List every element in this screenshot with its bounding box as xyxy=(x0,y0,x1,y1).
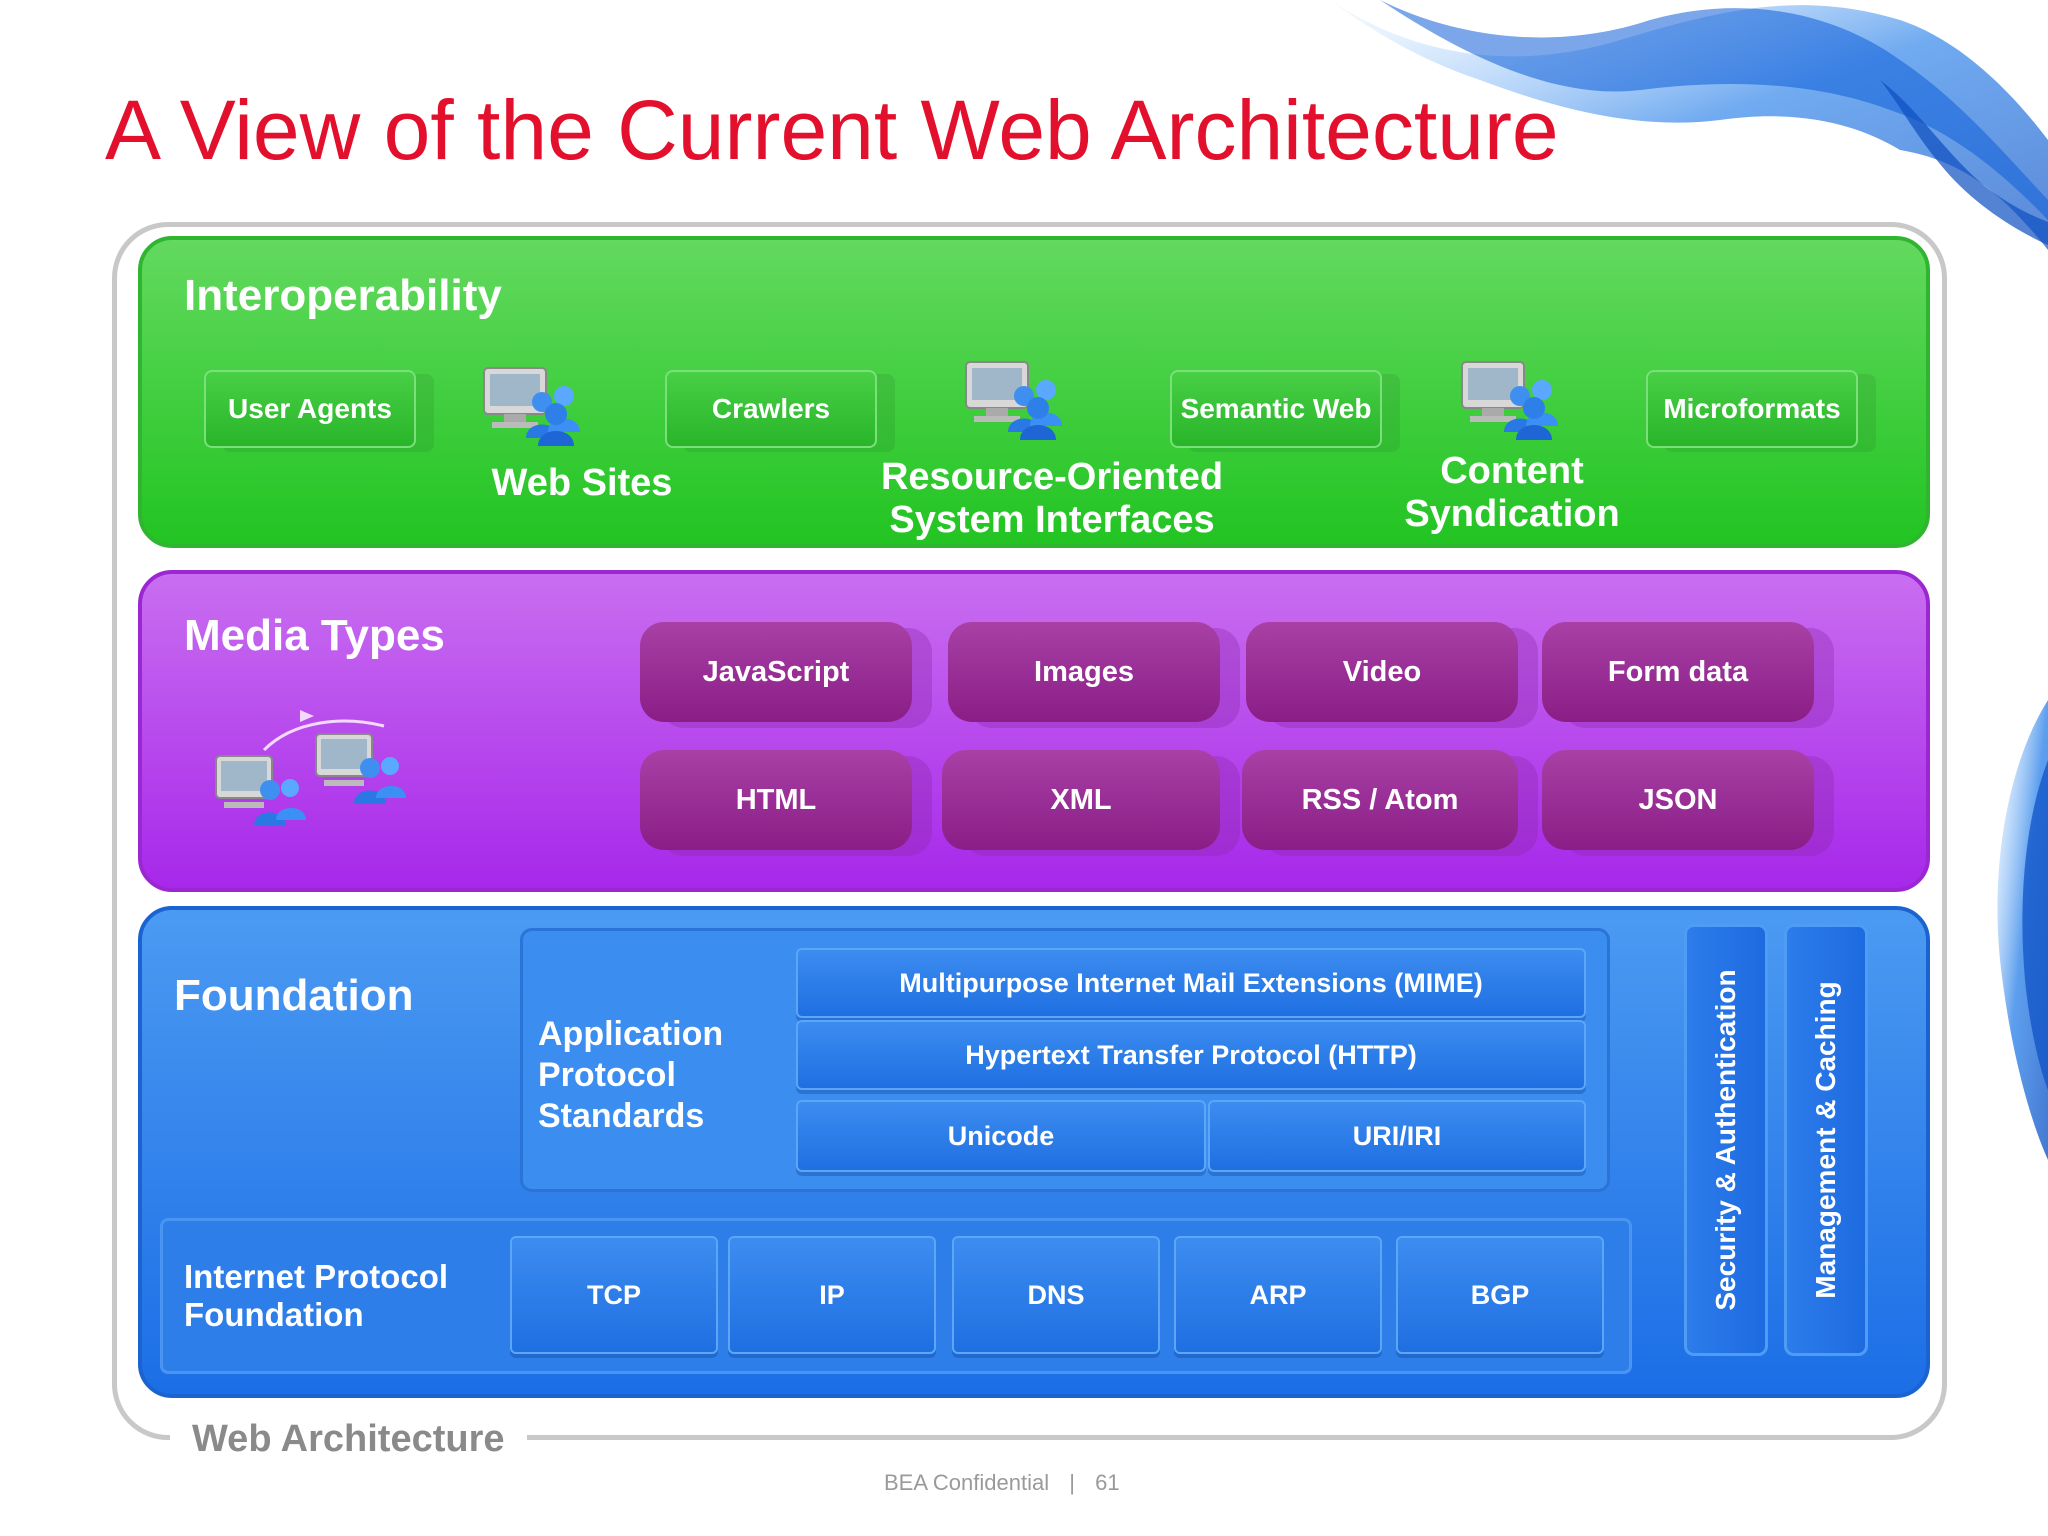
interoperability-panel: Interoperability User Agents Crawlers Se… xyxy=(138,236,1930,548)
web-architecture-label: Web Architecture xyxy=(170,1418,527,1461)
security-authentication-label: Security & Authentication xyxy=(1710,969,1741,1311)
media-types-title: Media Types xyxy=(184,611,445,660)
footer: BEA Confidential | 61 xyxy=(884,1470,1120,1496)
resource-oriented-line-1: Resource-Oriented xyxy=(880,456,1224,498)
javascript-box: JavaScript xyxy=(640,622,912,722)
http-box: Hypertext Transfer Protocol (HTTP) xyxy=(796,1020,1586,1090)
computer-users-icon xyxy=(215,710,406,826)
arp-box: ARP xyxy=(1174,1236,1382,1354)
content-syndication-label: Content Syndication xyxy=(1342,450,1682,537)
computer-users-icon xyxy=(965,361,1062,440)
computer-users-icon xyxy=(1461,361,1558,440)
html-box: HTML xyxy=(640,750,912,850)
mime-box: Multipurpose Internet Mail Extensions (M… xyxy=(796,948,1586,1018)
application-protocol-label: Application Protocol Standards xyxy=(538,1014,723,1136)
microformats-box: Microformats xyxy=(1646,370,1858,448)
semantic-web-box: Semantic Web xyxy=(1170,370,1382,448)
json-box: JSON xyxy=(1542,750,1814,850)
computer-users-icon xyxy=(483,367,580,446)
bgp-box: BGP xyxy=(1396,1236,1604,1354)
form-data-box: Form data xyxy=(1542,622,1814,722)
user-agents-box: User Agents xyxy=(204,370,416,448)
tcp-box: TCP xyxy=(510,1236,718,1354)
ip-foundation-line-1: Internet Protocol xyxy=(184,1258,449,1295)
uri-iri-box: URI/IRI xyxy=(1208,1100,1586,1172)
app-protocol-line-2: Protocol xyxy=(538,1055,676,1094)
security-authentication-bar: Security & Authentication xyxy=(1684,924,1768,1356)
xml-box: XML xyxy=(942,750,1220,850)
video-box: Video xyxy=(1246,622,1518,722)
resource-oriented-label: Resource-Oriented System Interfaces xyxy=(822,456,1282,543)
foundation-title: Foundation xyxy=(174,971,414,1020)
management-caching-label: Management & Caching xyxy=(1810,981,1841,1299)
app-protocol-line-1: Application xyxy=(538,1015,724,1053)
footer-page-number: 61 xyxy=(1095,1470,1120,1495)
resource-oriented-line-2: System Interfaces xyxy=(889,499,1215,542)
internet-protocol-label: Internet Protocol Foundation xyxy=(184,1258,448,1334)
web-sites-label: Web Sites xyxy=(442,462,722,505)
footer-separator: | xyxy=(1069,1470,1075,1495)
unicode-box: Unicode xyxy=(796,1100,1206,1172)
dns-box: DNS xyxy=(952,1236,1160,1354)
ip-foundation-line-2: Foundation xyxy=(184,1295,364,1333)
images-box: Images xyxy=(948,622,1220,722)
page-title: A View of the Current Web Architecture xyxy=(105,83,1559,177)
app-protocol-line-3: Standards xyxy=(538,1096,705,1135)
ip-box: IP xyxy=(728,1236,936,1354)
web-architecture-frame xyxy=(112,222,1947,1440)
rss-atom-box: RSS / Atom xyxy=(1242,750,1518,850)
management-caching-bar: Management & Caching xyxy=(1784,924,1868,1356)
web-sites-line: Web Sites xyxy=(491,462,673,504)
footer-confidential: BEA Confidential xyxy=(884,1470,1050,1495)
interoperability-title: Interoperability xyxy=(184,271,502,320)
content-syndication-line-2: Syndication xyxy=(1404,493,1620,536)
media-types-panel: Media Types JavaScript Images Video Form… xyxy=(138,570,1930,892)
crawlers-box: Crawlers xyxy=(665,370,877,448)
content-syndication-line-1: Content xyxy=(1440,450,1584,492)
